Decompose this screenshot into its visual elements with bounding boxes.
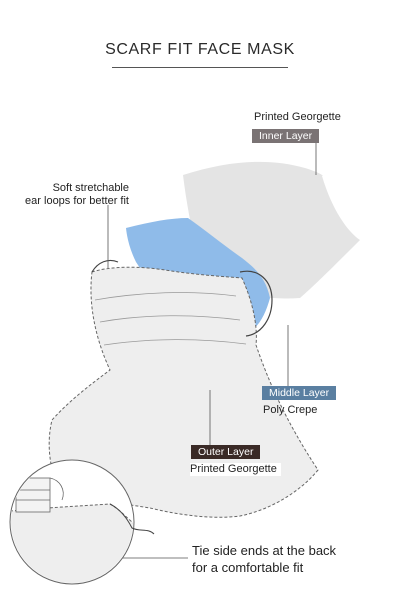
ear-loop-shape (239, 270, 273, 337)
ear-loops-label-line1: Soft stretchable (52, 182, 129, 194)
page-title: SCARF FIT FACE MASK (105, 41, 295, 58)
inner-layer-badge: Inner Layer (252, 129, 320, 143)
middle-layer-material: Poly Crepe (263, 404, 318, 416)
ear-loops-label-line2: ear loops for better fit (25, 195, 129, 207)
tie-label-line2: for a comfortable fit (192, 560, 304, 575)
outer-layer-badge: Outer Layer (191, 445, 261, 459)
title-underline (112, 67, 288, 68)
middle-layer-badge: Middle Layer (262, 386, 337, 400)
outer-layer-material: Printed Georgette (190, 463, 281, 476)
inner-layer-material: Printed Georgette (254, 111, 341, 123)
tie-label-line1: Tie side ends at the back (192, 543, 337, 558)
